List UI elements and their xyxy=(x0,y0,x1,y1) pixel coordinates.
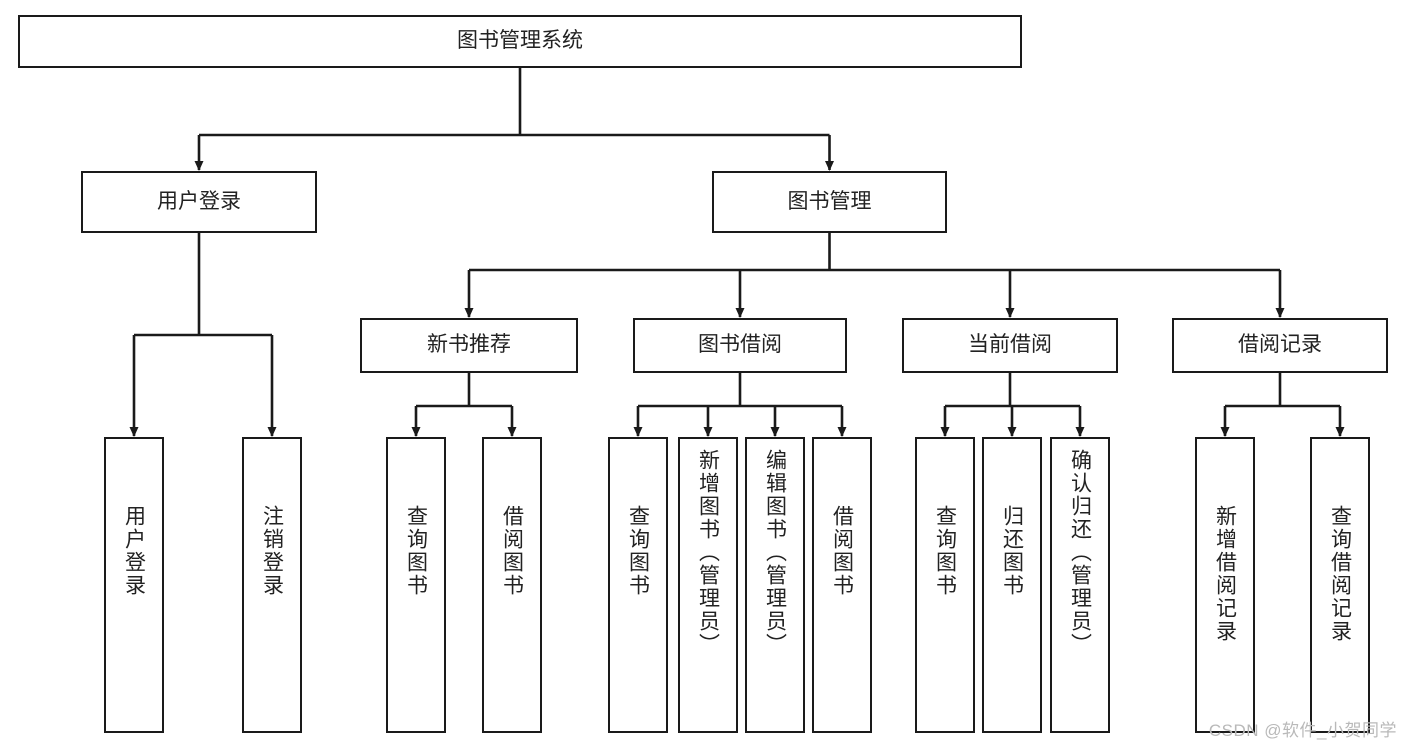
node-br-query-record[interactable]: 查询借阅记录 xyxy=(1310,437,1370,733)
node-label-cb-query-book: 查询图书 xyxy=(933,505,957,597)
node-label-cb-return-book: 归还图书 xyxy=(1000,505,1024,597)
node-label-book-borrow: 图书借阅 xyxy=(698,333,782,357)
node-user-login[interactable]: 用户登录 xyxy=(81,171,317,233)
node-book-manage[interactable]: 图书管理 xyxy=(712,171,947,233)
node-label-br-add-record: 新增借阅记录 xyxy=(1213,505,1237,643)
node-bb-query-book[interactable]: 查询图书 xyxy=(608,437,668,733)
node-new-book-recommend[interactable]: 新书推荐 xyxy=(360,318,578,373)
node-label-cb-confirm-return: 确认归还（管理员） xyxy=(1068,449,1092,656)
node-book-borrow[interactable]: 图书借阅 xyxy=(633,318,847,373)
node-label-user-logout: 注销登录 xyxy=(260,505,284,597)
node-cb-query-book[interactable]: 查询图书 xyxy=(915,437,975,733)
node-label-br-query-record: 查询借阅记录 xyxy=(1328,505,1352,643)
node-label-new-book-recommend: 新书推荐 xyxy=(427,333,511,357)
node-label-bb-edit-book: 编辑图书（管理员） xyxy=(763,449,787,656)
node-label-root: 图书管理系统 xyxy=(457,29,583,53)
node-br-add-record[interactable]: 新增借阅记录 xyxy=(1195,437,1255,733)
node-bb-borrow-book[interactable]: 借阅图书 xyxy=(812,437,872,733)
node-bb-edit-book[interactable]: 编辑图书（管理员） xyxy=(745,437,805,733)
node-root[interactable]: 图书管理系统 xyxy=(18,15,1022,68)
node-label-nb-borrow-book: 借阅图书 xyxy=(500,505,524,597)
node-bb-add-book[interactable]: 新增图书（管理员） xyxy=(678,437,738,733)
node-user-logout[interactable]: 注销登录 xyxy=(242,437,302,733)
node-borrow-record[interactable]: 借阅记录 xyxy=(1172,318,1388,373)
node-label-bb-query-book: 查询图书 xyxy=(626,505,650,597)
node-label-borrow-record: 借阅记录 xyxy=(1238,333,1322,357)
node-label-nb-query-book: 查询图书 xyxy=(404,505,428,597)
node-current-borrow[interactable]: 当前借阅 xyxy=(902,318,1118,373)
node-label-user-login-do: 用户登录 xyxy=(122,505,146,597)
node-label-current-borrow: 当前借阅 xyxy=(968,333,1052,357)
node-label-user-login: 用户登录 xyxy=(157,189,241,213)
node-cb-confirm-return[interactable]: 确认归还（管理员） xyxy=(1050,437,1110,733)
node-user-login-do[interactable]: 用户登录 xyxy=(104,437,164,733)
node-label-bb-add-book: 新增图书（管理员） xyxy=(696,449,720,656)
node-cb-return-book[interactable]: 归还图书 xyxy=(982,437,1042,733)
node-label-book-manage: 图书管理 xyxy=(787,189,872,213)
node-label-bb-borrow-book: 借阅图书 xyxy=(830,505,854,597)
node-nb-borrow-book[interactable]: 借阅图书 xyxy=(482,437,542,733)
node-nb-query-book[interactable]: 查询图书 xyxy=(386,437,446,733)
